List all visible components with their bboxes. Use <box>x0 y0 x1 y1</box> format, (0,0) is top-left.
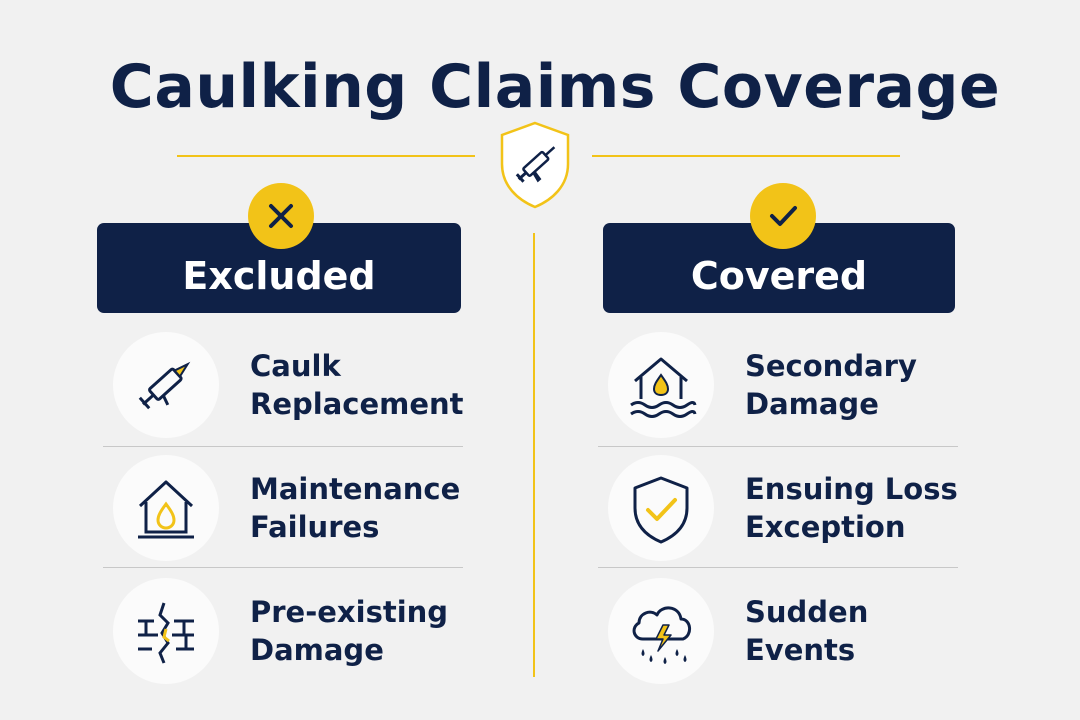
item-label-line1: Sudden <box>745 595 869 629</box>
excluded-item-pre-existing-damage: Pre-existing Damage <box>103 578 463 688</box>
item-label-line1: Caulk <box>250 349 341 383</box>
row-separator <box>103 446 463 447</box>
flooded-house-icon <box>608 332 714 438</box>
row-separator <box>598 446 958 447</box>
item-label-line1: Ensuing Loss <box>745 472 958 506</box>
shield-check-icon <box>608 455 714 561</box>
caulk-gun-icon <box>113 332 219 438</box>
item-label-line2: Replacement <box>250 387 464 421</box>
title-divider-left <box>177 155 475 157</box>
x-icon <box>248 183 314 249</box>
covered-item-ensuing-loss-exception: Ensuing Loss Exception <box>598 455 958 565</box>
cracked-wall-icon <box>113 578 219 684</box>
item-label-line1: Secondary <box>745 349 917 383</box>
item-label-line2: Failures <box>250 510 380 544</box>
item-label-line2: Damage <box>745 387 879 421</box>
item-label-line1: Pre-existing <box>250 595 449 629</box>
storm-cloud-icon <box>608 578 714 684</box>
item-label-line2: Events <box>745 633 856 667</box>
item-label-line2: Exception <box>745 510 906 544</box>
excluded-item-caulk-replacement: Caulk Replacement <box>103 332 464 442</box>
check-icon <box>750 183 816 249</box>
house-water-drop-icon <box>113 455 219 561</box>
item-label-line1: Maintenance <box>250 472 461 506</box>
page-title: Caulking Claims Coverage <box>109 52 1001 122</box>
shield-caulk-gun-icon <box>500 121 570 209</box>
row-separator <box>103 567 463 568</box>
covered-item-secondary-damage: Secondary Damage <box>598 332 958 442</box>
excluded-item-maintenance-failures: Maintenance Failures <box>103 455 463 565</box>
title-divider-right <box>592 155 900 157</box>
center-divider <box>533 233 535 677</box>
row-separator <box>598 567 958 568</box>
item-label-line2: Damage <box>250 633 384 667</box>
covered-item-sudden-events: Sudden Events <box>598 578 958 688</box>
